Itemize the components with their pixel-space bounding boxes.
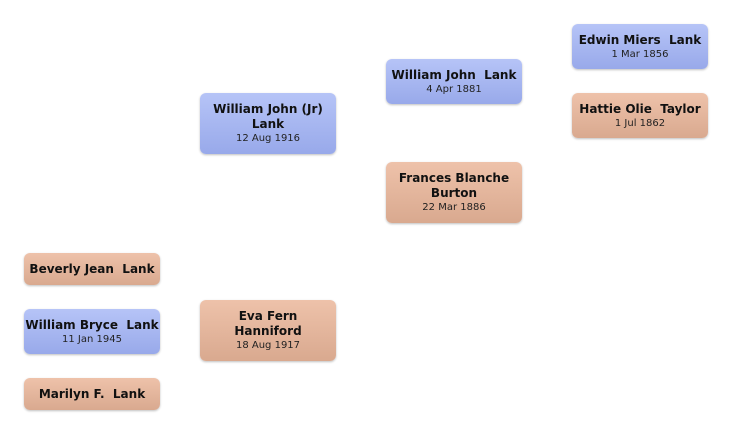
person-birth-date: 1 Jul 1862 <box>614 117 666 129</box>
person-name: Eva Fern Hanniford <box>234 309 302 338</box>
person-name: Marilyn F. Lank <box>38 386 146 401</box>
person-card-beverly-jean-lank[interactable]: Beverly Jean Lank <box>24 253 160 285</box>
person-card-marilyn-f-lank[interactable]: Marilyn F. Lank <box>24 378 160 410</box>
person-card-william-john-jr-lank[interactable]: William John (Jr) Lank 12 Aug 1916 <box>200 93 336 154</box>
person-name: Beverly Jean Lank <box>29 261 155 276</box>
person-card-william-john-lank[interactable]: William John Lank 4 Apr 1881 <box>386 59 522 104</box>
person-name: William John Lank <box>391 67 517 82</box>
person-card-eva-fern-hanniford[interactable]: Eva Fern Hanniford 18 Aug 1917 <box>200 300 336 361</box>
person-card-edwin-miers-lank[interactable]: Edwin Miers Lank 1 Mar 1856 <box>572 24 708 69</box>
person-birth-date: 1 Mar 1856 <box>611 48 669 60</box>
person-birth-date: 4 Apr 1881 <box>426 83 482 95</box>
person-card-frances-blanche-burton[interactable]: Frances Blanche Burton 22 Mar 1886 <box>386 162 522 223</box>
person-name: William Bryce Lank <box>25 317 159 332</box>
person-name: William John (Jr) Lank <box>213 102 323 131</box>
person-card-hattie-olie-taylor[interactable]: Hattie Olie Taylor 1 Jul 1862 <box>572 93 708 138</box>
person-birth-date: 12 Aug 1916 <box>235 133 301 144</box>
person-birth-date: 22 Mar 1886 <box>422 202 486 213</box>
person-birth-date: 11 Jan 1945 <box>62 333 122 345</box>
person-card-william-bryce-lank[interactable]: William Bryce Lank 11 Jan 1945 <box>24 309 160 354</box>
person-name: Edwin Miers Lank <box>578 32 702 47</box>
person-birth-date: 18 Aug 1917 <box>235 340 301 351</box>
person-name: Hattie Olie Taylor <box>579 101 701 116</box>
person-name: Frances Blanche Burton <box>398 171 510 200</box>
